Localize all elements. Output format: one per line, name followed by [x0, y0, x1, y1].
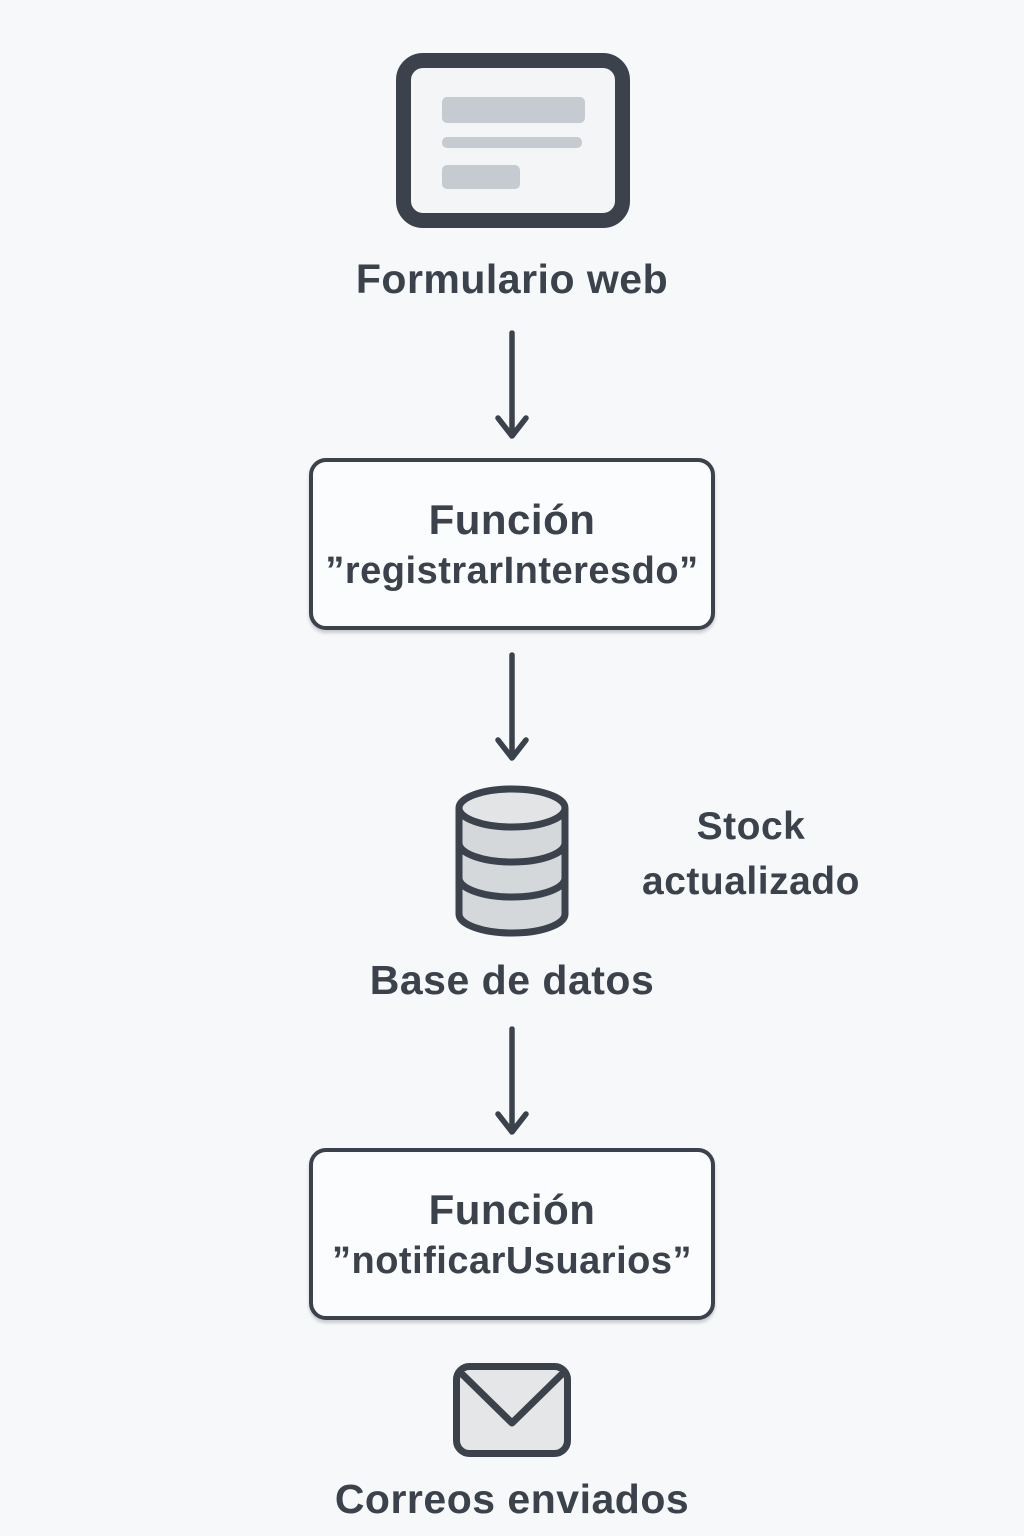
stock-updated-note: Stock actualizado [626, 800, 876, 909]
database-node-label: Base de datos [369, 957, 655, 1003]
form-field-bar [442, 137, 582, 148]
funcion-registrar-name: ”registrarInteresdo” [325, 549, 699, 592]
stock-note-line1: Stock [696, 805, 806, 848]
form-node-label: Formulario web [355, 256, 669, 302]
envelope-icon [453, 1363, 571, 1457]
web-form-icon [396, 53, 630, 228]
database-icon [455, 785, 569, 937]
node-funcion-registrar: Función ”registrarInteresdo” [309, 458, 715, 630]
form-button-bar [442, 165, 520, 189]
funcion-notificar-title: Función [428, 1185, 596, 1233]
down-arrow-icon [495, 652, 529, 761]
funcion-notificar-name: ”notificarUsuarios” [331, 1239, 693, 1282]
node-funcion-notificar: Función ”notificarUsuarios” [309, 1148, 715, 1320]
down-arrow-icon [495, 330, 529, 439]
mail-node-label: Correos enviados [334, 1476, 690, 1522]
down-arrow-icon [495, 1026, 529, 1135]
form-field-bar [442, 97, 585, 123]
stock-note-line2: actualizado [642, 859, 860, 903]
funcion-registrar-title: Función [428, 495, 596, 543]
